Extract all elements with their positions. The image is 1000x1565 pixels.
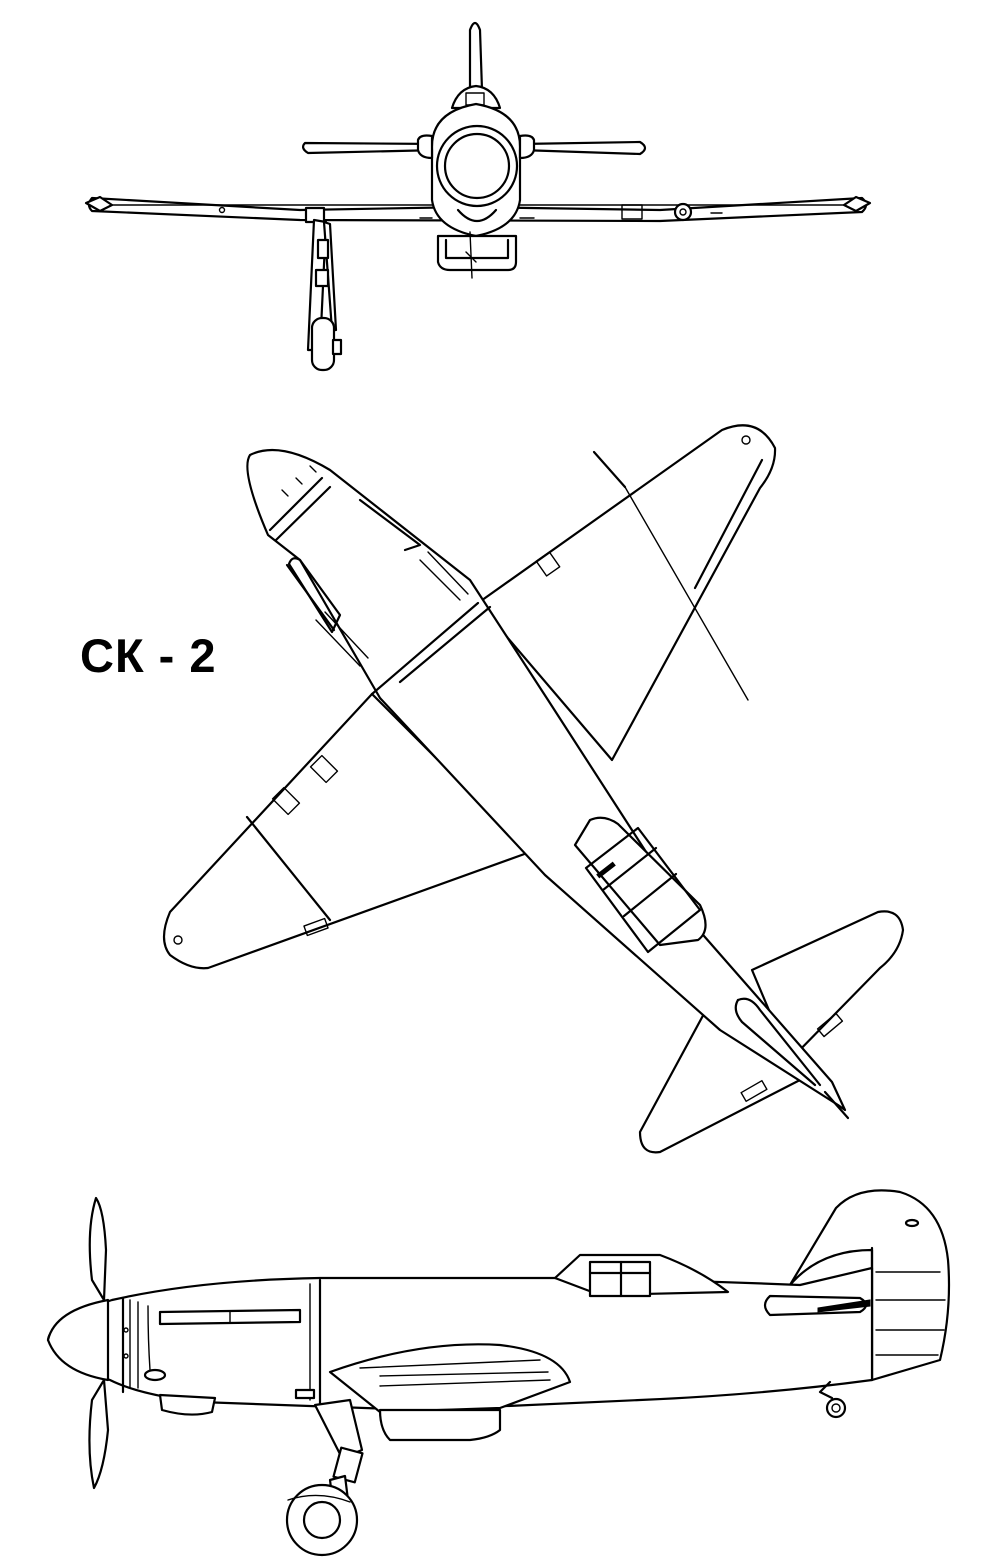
top-view [162,424,905,1154]
front-landing-gear [304,206,343,372]
top-canopy [573,816,707,954]
top-fuselage [246,448,847,1112]
front-radiator [436,234,518,272]
top-right-wing [476,424,777,762]
aircraft-designation: СК - 2 [80,629,217,682]
side-tail-wheel [818,1380,847,1419]
side-fuselage [46,1266,874,1412]
side-propeller [88,1196,110,1490]
top-right-tailplane [750,910,905,1062]
top-left-wing [162,692,532,970]
side-canopy [553,1253,730,1298]
top-left-tailplane [638,1008,802,1154]
wing-roundel [673,202,693,222]
side-main-gear [285,1388,364,1557]
front-fin [468,21,484,92]
front-view [84,21,872,372]
side-tail-fin [788,1189,951,1382]
side-view [46,1189,951,1557]
